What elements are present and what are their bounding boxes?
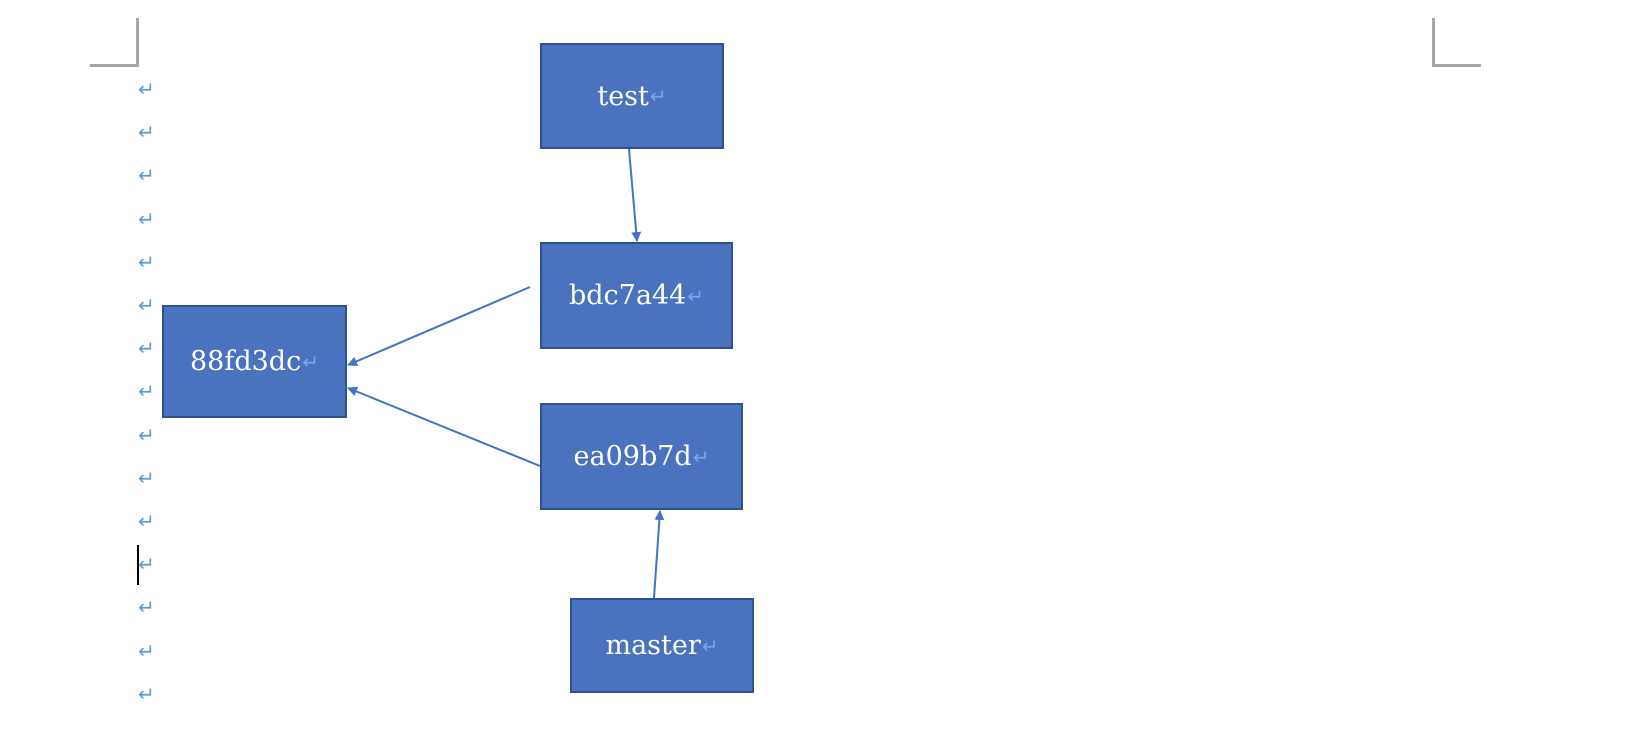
- commit-label: master: [605, 630, 701, 661]
- paragraph-mark-icon: ↵: [701, 633, 719, 658]
- arrow-test-to-bdc7a44[interactable]: [628, 148, 642, 242]
- commit-box-88fd3dc[interactable]: 88fd3dc↵: [162, 305, 347, 418]
- paragraph-mark-icon: ↵: [138, 639, 155, 663]
- commit-label: ea09b7d: [573, 441, 692, 472]
- commit-box-bdc7a44[interactable]: bdc7a44↵: [540, 242, 733, 349]
- arrow-bdc7a44-to-88fd3dc[interactable]: [347, 286, 531, 367]
- commit-label: bdc7a44: [568, 280, 687, 311]
- paragraph-mark-icon: ↵: [138, 77, 155, 101]
- arrow-master-to-ea09b7d[interactable]: [653, 510, 665, 599]
- paragraph-mark-icon: ↵: [692, 444, 710, 469]
- paragraph-mark-icon: ↵: [138, 682, 155, 706]
- paragraph-mark-icon: ↵: [687, 283, 705, 308]
- page-corner-mark-top-left: [90, 18, 139, 67]
- commit-label: 88fd3dc: [190, 346, 302, 377]
- paragraph-mark-icon: ↵: [138, 293, 155, 317]
- arrow-ea09b7d-to-88fd3dc[interactable]: [347, 386, 541, 467]
- paragraph-mark-icon: ↵: [138, 595, 155, 619]
- commit-box-test[interactable]: test↵: [540, 43, 724, 149]
- paragraph-mark-icon: ↵: [302, 349, 319, 374]
- text-cursor: [137, 545, 139, 585]
- paragraph-mark-icon: ↵: [138, 552, 155, 576]
- commit-label: test: [597, 80, 649, 112]
- paragraph-mark-icon: ↵: [138, 250, 155, 274]
- paragraph-mark-icon: ↵: [138, 207, 155, 231]
- paragraph-mark-icon: ↵: [138, 336, 155, 360]
- paragraph-mark-icon: ↵: [138, 466, 155, 490]
- paragraph-mark-icon: ↵: [649, 84, 667, 108]
- page-corner-mark-top-right: [1432, 18, 1481, 67]
- paragraph-mark-icon: ↵: [138, 120, 155, 144]
- paragraph-mark-icon: ↵: [138, 379, 155, 403]
- paragraph-mark-icon: ↵: [138, 509, 155, 533]
- commit-box-ea09b7d[interactable]: ea09b7d↵: [540, 403, 743, 510]
- paragraph-mark-icon: ↵: [138, 163, 155, 187]
- paragraph-mark-icon: ↵: [138, 423, 155, 447]
- commit-box-master[interactable]: master↵: [570, 598, 754, 693]
